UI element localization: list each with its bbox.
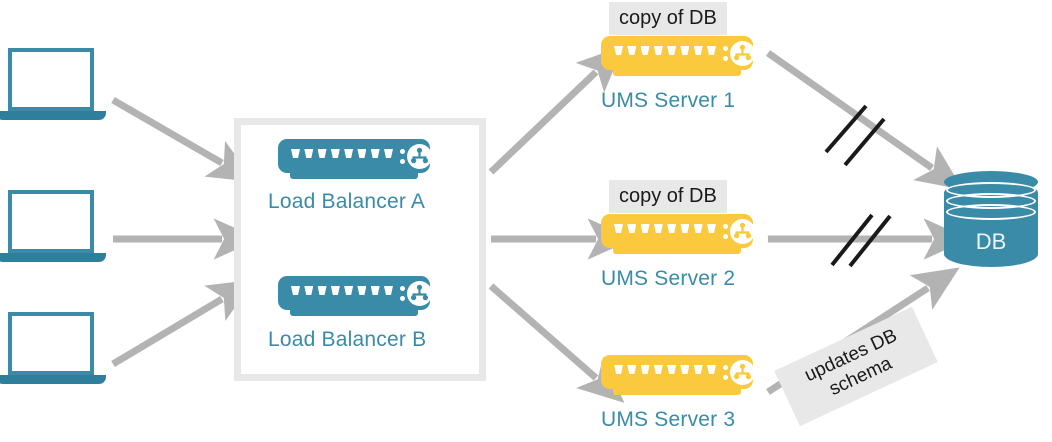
appliance-ports-icon — [291, 149, 393, 158]
break-mark-ums2-db-a — [830, 213, 874, 267]
network-node-badge-icon — [730, 41, 755, 66]
connector-laptop1-to-lb — [111, 96, 255, 182]
appliance-foot — [613, 245, 741, 254]
appliance-status-dots-icon — [723, 224, 729, 244]
appliance-ports-icon — [291, 286, 393, 295]
ums-server-1-label: UMS Server 1 — [601, 89, 736, 112]
laptop-screen-icon — [8, 48, 94, 111]
ums-server-2-db-copy-tag: copy of DB — [609, 180, 727, 213]
break-mark-ums1-db-a — [824, 104, 868, 154]
updates-db-schema-annotation: updates DB schema — [774, 306, 938, 427]
appliance-body — [601, 214, 753, 248]
laptop-screen-icon — [8, 312, 94, 375]
appliance-ports-icon — [614, 224, 716, 233]
appliance-status-dots-icon — [723, 46, 729, 66]
break-mark-ums2-db-b — [848, 214, 892, 268]
appliance-body — [601, 355, 753, 389]
ums-server-1-icon[interactable] — [601, 36, 755, 78]
network-node-badge-icon — [730, 219, 755, 244]
laptop-base-icon — [0, 253, 106, 262]
ums-server-2-icon[interactable] — [601, 214, 755, 256]
appliance-body — [278, 276, 430, 310]
appliance-body — [278, 139, 430, 173]
ums-server-3-label: UMS Server 3 — [601, 408, 736, 431]
ums-server-3-icon[interactable] — [601, 355, 755, 397]
ums-server-2-label: UMS Server 2 — [601, 267, 736, 290]
load-balancer-a-label: Load Balancer A — [268, 190, 426, 213]
appliance-status-dots-icon — [400, 149, 406, 169]
network-node-badge-icon — [730, 360, 755, 385]
client-laptop-3[interactable] — [0, 312, 106, 384]
database-label: DB — [975, 229, 1007, 254]
load-balancer-b-label: Load Balancer B — [268, 328, 427, 351]
load-balancer-b-icon[interactable] — [278, 276, 432, 318]
appliance-foot — [290, 170, 418, 179]
break-mark-ums1-db-b — [843, 117, 886, 167]
appliance-ports-icon — [614, 365, 716, 374]
load-balancer-group — [234, 118, 486, 381]
ums-server-1-db-copy-tag: copy of DB — [609, 2, 727, 35]
database-node[interactable]: DB — [944, 171, 1038, 276]
client-laptop-1[interactable] — [0, 48, 106, 120]
connector-lb-to-ums1 — [488, 45, 624, 175]
connector-ums1-to-db — [765, 50, 963, 190]
appliance-status-dots-icon — [400, 286, 406, 306]
appliance-ports-icon — [614, 46, 716, 55]
connector-laptop3-to-lb — [111, 279, 255, 368]
appliance-foot — [613, 67, 741, 76]
laptop-base-icon — [0, 111, 106, 120]
appliance-foot — [290, 307, 418, 316]
network-node-badge-icon — [407, 144, 432, 169]
load-balancer-a-icon[interactable] — [278, 139, 432, 181]
database-ring-3 — [946, 204, 1036, 220]
appliance-status-dots-icon — [723, 365, 729, 385]
client-laptop-2[interactable] — [0, 190, 106, 262]
laptop-screen-icon — [8, 190, 94, 253]
appliance-foot — [613, 386, 741, 395]
connector-lb-to-ums3 — [488, 283, 625, 403]
laptop-base-icon — [0, 375, 106, 384]
appliance-body — [601, 36, 753, 70]
network-node-badge-icon — [407, 281, 432, 306]
